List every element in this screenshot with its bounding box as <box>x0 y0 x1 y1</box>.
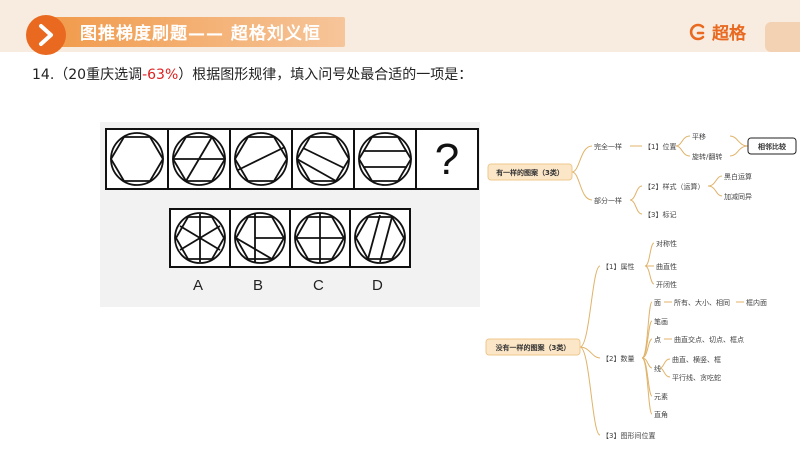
option-a-figure <box>174 212 226 264</box>
brand-name: 超格 <box>712 24 746 44</box>
correct-rate: -63% <box>142 67 179 83</box>
node-face: 面 <box>654 299 661 307</box>
option-label-a[interactable]: A <box>193 277 204 294</box>
node-line-item-2: 平行线、贪吃蛇 <box>672 373 721 382</box>
node-identical: 完全一样 <box>594 142 622 151</box>
node-rotate-flip: 旋转/翻转 <box>692 152 722 161</box>
mindmap-root-same-label: 有一样的图案（3类） <box>496 168 564 177</box>
brand-icon <box>689 23 705 40</box>
puzzle-cell-1 <box>105 128 169 190</box>
figure-4 <box>295 132 351 186</box>
node-stroke: 笔画 <box>654 317 668 326</box>
mindmap-root-different <box>485 338 581 356</box>
mindmap-root-different-label: 没有一样的图案（3类） <box>496 343 571 352</box>
puzzle-cell-5 <box>353 128 417 190</box>
node-face-detail: 所有、大小、相同 <box>674 298 730 307</box>
question-stem: 根据图形规律，填入问号处最合适的一项是： <box>192 67 473 83</box>
node-style: 【2】样式（运算） <box>644 182 704 191</box>
node-mark: 【3】标记 <box>644 210 676 219</box>
option-cell-d <box>349 208 411 268</box>
node-curve-straight: 曲直性 <box>656 262 677 271</box>
node-point: 点 <box>654 336 661 344</box>
title-bar <box>45 17 345 47</box>
header-banner: 图推梯度刷题—— 超格刘义恒 超格 <box>0 0 800 55</box>
node-line: 线 <box>654 364 661 373</box>
node-line-item-1: 曲直、横竖、框 <box>672 355 721 364</box>
arrow-badge <box>26 15 66 55</box>
figure-2 <box>171 132 227 186</box>
node-element: 元素 <box>654 392 668 401</box>
node-attribute: 【1】属性 <box>602 262 634 271</box>
question-mark: ? <box>435 135 459 184</box>
node-right-angle: 直角 <box>654 410 668 419</box>
question-source-close: ） <box>178 67 193 83</box>
option-label-d[interactable]: D <box>372 277 383 294</box>
figure-1 <box>109 132 165 186</box>
option-b-figure <box>234 212 286 264</box>
page-title: 图推梯度刷题—— 超格刘义恒 <box>80 24 321 44</box>
node-compare: 相邻比较 <box>758 142 787 151</box>
node-face-extra: 框内面 <box>746 298 767 307</box>
option-d-figure <box>354 212 406 264</box>
question-source: （20重庆选调 <box>54 67 143 83</box>
node-symmetry: 对称性 <box>656 239 677 248</box>
node-add-subtract: 加减同异 <box>724 192 752 201</box>
chevron-right-icon <box>39 24 53 46</box>
node-black-white: 黑白运算 <box>724 172 752 181</box>
brand-logo: 超格 <box>688 19 746 44</box>
question-text: 14.（20重庆选调-63%）根据图形规律，填入问号处最合适的一项是： <box>32 64 472 84</box>
figure-5 <box>357 132 413 186</box>
mindmap: 有一样的图案（3类） 完全一样 【1】位置 平移 旋转/翻转 相邻比较 部分一样… <box>485 132 797 440</box>
node-point-detail: 曲直交点、切点、框点 <box>674 335 744 344</box>
option-label-b[interactable]: B <box>253 277 264 294</box>
node-position: 【1】位置 <box>644 142 676 151</box>
node-translate: 平移 <box>692 132 706 141</box>
node-count: 【2】数量 <box>602 354 634 363</box>
mindmap-root-same <box>487 163 573 181</box>
node-compare-box <box>747 137 797 155</box>
option-c-figure <box>294 212 346 264</box>
puzzle-figure: ? <box>105 128 479 268</box>
node-open-closed: 开闭性 <box>656 280 677 289</box>
puzzle-cell-4 <box>291 128 355 190</box>
question-number: 14. <box>32 67 55 83</box>
option-label-c[interactable]: C <box>313 277 324 294</box>
node-partial: 部分一样 <box>594 196 622 205</box>
puzzle-cell-6 <box>415 128 479 190</box>
node-position-between: 【3】图形间位置 <box>602 431 655 440</box>
banner-tab <box>765 22 800 52</box>
figure-3 <box>233 132 289 186</box>
